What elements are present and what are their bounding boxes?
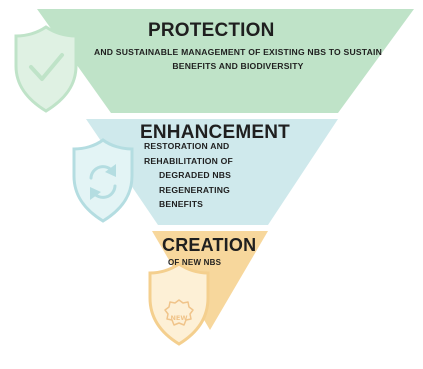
enhancement-description-line: RESTORATION AND	[144, 141, 230, 151]
new-badge-label: NEW	[170, 314, 188, 322]
enhancement-description-line: DEGRADED NBS	[159, 170, 232, 181]
enhancement-description-line: REHABILITATION OF	[144, 155, 234, 166]
new-badge-seal	[164, 299, 194, 326]
enhancement-description-line: BENEFITS	[159, 199, 204, 210]
enhancement-description: RESTORATION AND REHABILITATION OF DEGRAD…	[144, 139, 292, 212]
enhancement-title: ENHANCEMENT	[140, 122, 290, 143]
shield-check-icon	[14, 25, 78, 113]
protection-title: PROTECTION	[148, 20, 275, 41]
protection-tier	[37, 9, 414, 113]
enhancement-description-line: REGENERATING	[159, 184, 230, 195]
creation-title: CREATION	[162, 235, 257, 255]
shield-new-badge-icon	[148, 262, 210, 346]
enhancement-tier	[86, 119, 338, 225]
shield-refresh-icon	[72, 138, 134, 223]
protection-description: AND SUSTAINABLE MANAGEMENT OF EXISTING N…	[94, 47, 382, 71]
creation-tier	[152, 231, 268, 330]
creation-description: OF NEW NBS	[168, 258, 222, 267]
